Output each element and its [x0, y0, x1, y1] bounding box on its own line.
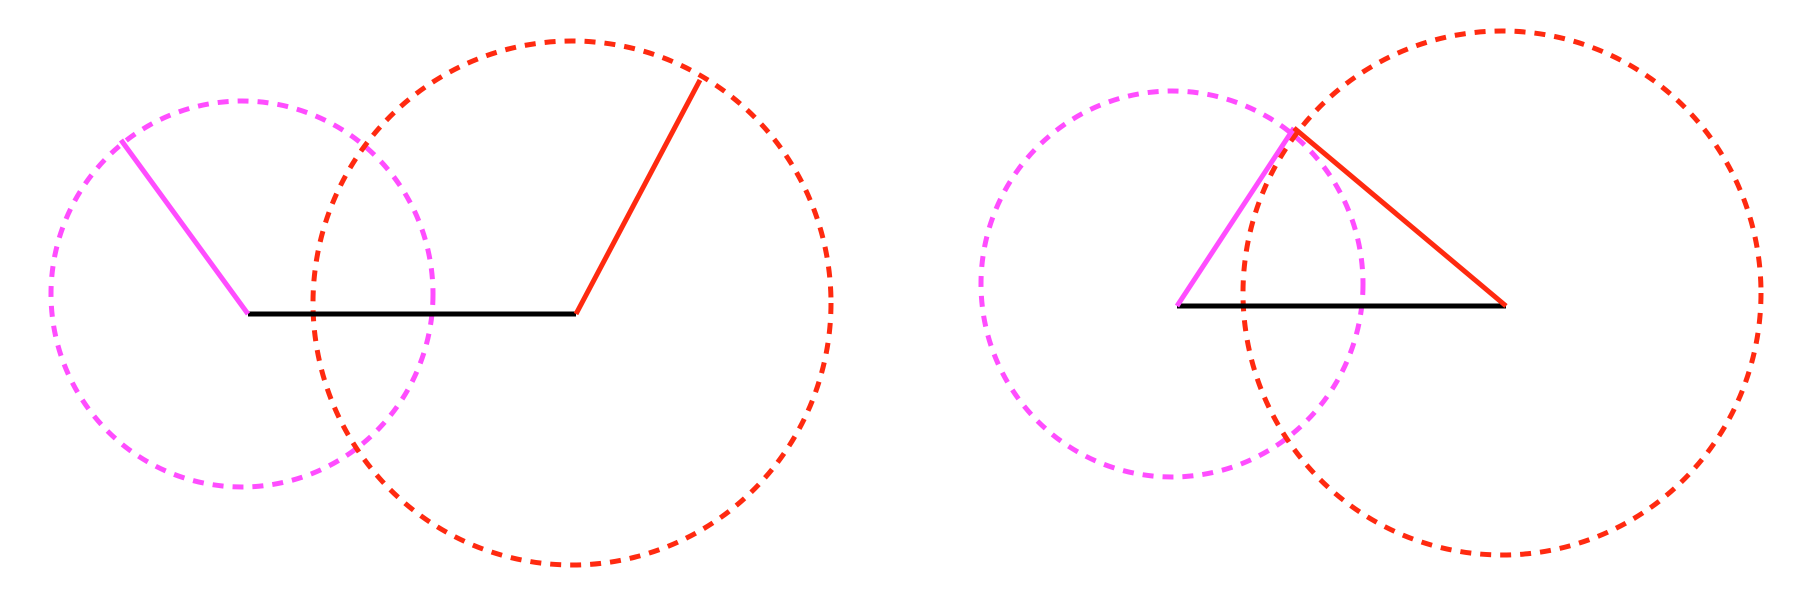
- left-large-dashed-circle: [310, 38, 834, 568]
- right-panel: [978, 28, 1764, 558]
- left-panel: [48, 38, 834, 568]
- right-large-radius: [1292, 126, 1508, 308]
- right-small-radius: [1174, 126, 1297, 308]
- right-small-dashed-circle: [978, 88, 1366, 480]
- left-large-radius: [573, 78, 703, 316]
- left-small-radius: [118, 138, 251, 316]
- left-small-dashed-circle: [48, 98, 436, 490]
- right-large-dashed-circle: [1240, 28, 1764, 558]
